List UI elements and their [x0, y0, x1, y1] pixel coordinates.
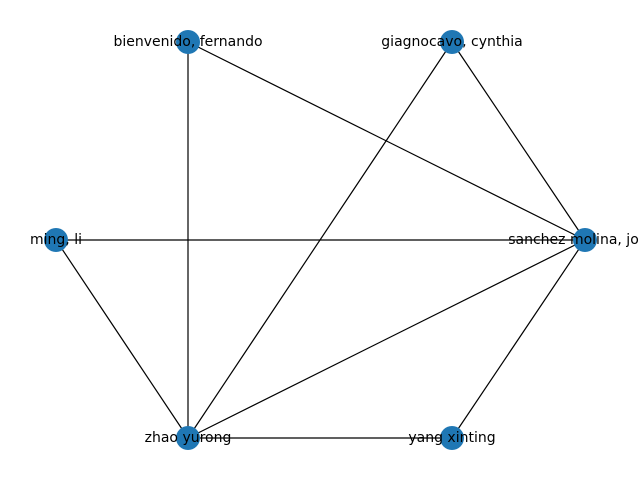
node-label-sanchez: sanchez molina, jorge [508, 232, 640, 248]
node-label-giagnocavo: giagnocavo, cynthia [381, 34, 522, 50]
node-label-bienvenido: bienvenido, fernando [113, 34, 262, 50]
edge-layer [55, 41, 586, 439]
node-zhao [176, 426, 200, 450]
node-ming [44, 228, 68, 252]
node-bienvenido [176, 30, 200, 54]
node-label-yang: yang xinting [408, 430, 495, 446]
node-label-ming: ming, li [30, 232, 82, 248]
node-label-zhao: zhao yurong [145, 430, 232, 446]
label-layer: bienvenido, fernando giagnocavo, cynthia m… [30, 34, 640, 446]
edge-yang-sanchez [451, 239, 586, 439]
edge-zhao-sanchez [187, 239, 586, 439]
edge-giagnocavo-sanchez [451, 41, 586, 241]
node-yang [440, 426, 464, 450]
node-sanchez [573, 228, 597, 252]
edge-ming-zhao [55, 239, 189, 439]
node-layer [44, 30, 597, 450]
node-giagnocavo [440, 30, 464, 54]
